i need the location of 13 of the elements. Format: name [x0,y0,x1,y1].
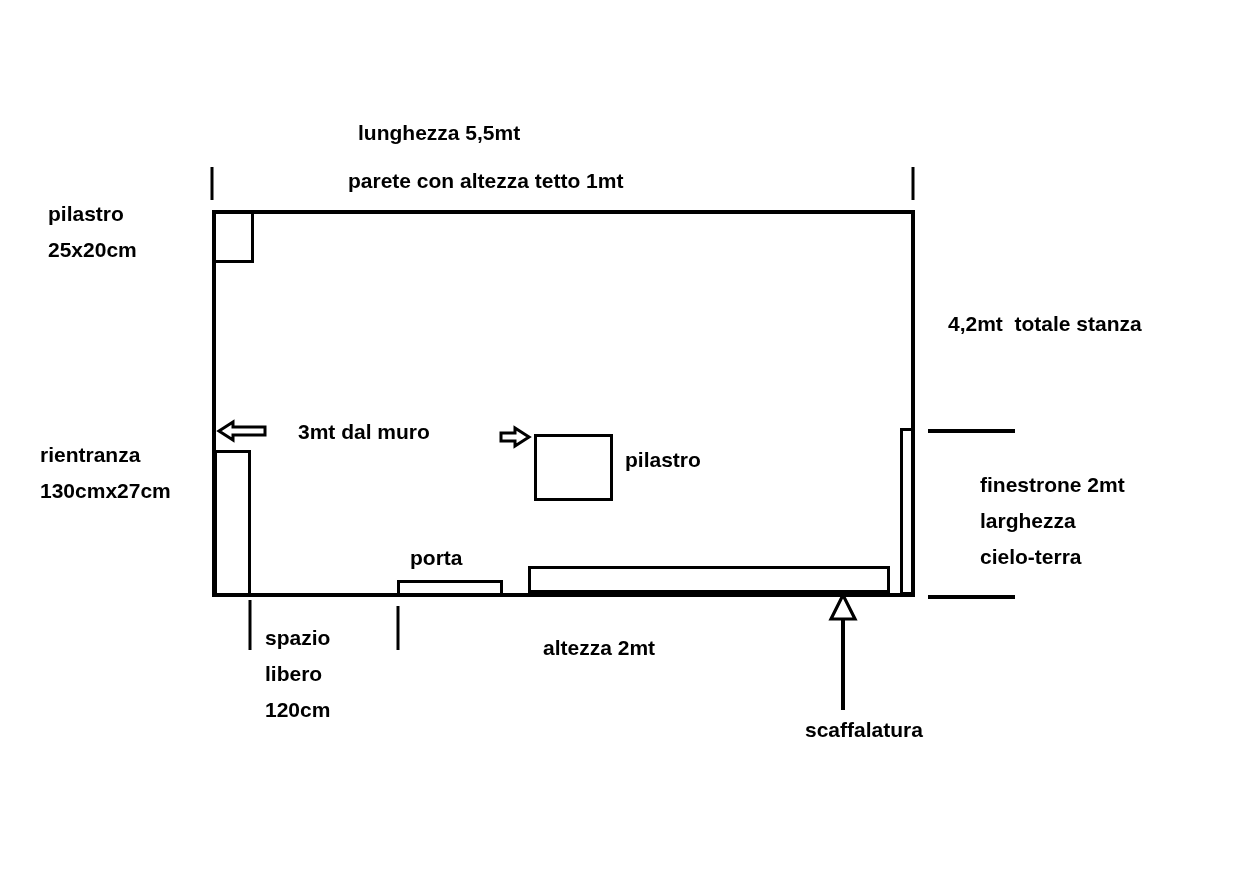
dimension-text: 4,2mt totale stanza [948,311,1143,337]
dimension-text: altezza 2mt [543,635,657,661]
annotation-text: rientranza 130cmx27cm [40,442,172,504]
dimension-text: 3mt dal muro [298,419,431,445]
dimension-text: parete con altezza tetto 1mt [348,168,625,194]
annotation-text: pilastro 25x20cm [48,201,138,263]
annotation-text: finestrone 2mt larghezza cielo-terra [980,472,1126,570]
annotation-text: pilastro [625,447,702,473]
dimension-text: spazio libero 120cm [265,625,332,723]
shelving-label: scaffalatura [805,718,923,741]
shelving-box [528,566,890,593]
dimension-text: lunghezza 5,5mt [358,120,522,146]
annotation-text: porta [410,545,464,571]
